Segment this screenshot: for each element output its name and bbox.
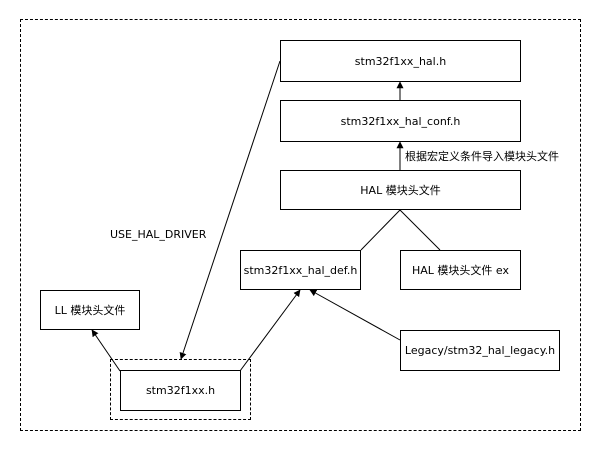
node-stm32f1xx-h: stm32f1xx.h — [120, 370, 241, 411]
node-hal-module-header: HAL 模块头文件 — [280, 170, 521, 210]
edge-def-to-module — [360, 209, 401, 251]
edge-label-conditional-import: 根据宏定义条件导入模块头文件 — [405, 150, 559, 163]
node-hal-module-header-ex: HAL 模块头文件 ex — [400, 250, 521, 290]
edge-legacy-to-def — [309, 289, 401, 341]
edge-label-use-hal-driver: USE_HAL_DRIVER — [110, 228, 207, 241]
edge-stm32-to-ll — [91, 329, 121, 372]
node-stm32f1xx-hal-h: stm32f1xx_hal.h — [280, 40, 521, 82]
outer-dashed-boundary — [20, 19, 581, 431]
node-ll-module-header: LL 模块头文件 — [40, 290, 140, 330]
edge-hal-to-stm32 — [179, 60, 281, 360]
edge-ex-to-module — [399, 209, 441, 251]
node-stm32f1xx-hal-conf-h: stm32f1xx_hal_conf.h — [280, 100, 521, 142]
edge-stm32-to-def — [239, 289, 301, 372]
node-stm32f1xx-hal-def-h: stm32f1xx_hal_def.h — [240, 250, 361, 290]
node-legacy-stm32-hal-legacy-h: Legacy/stm32_hal_legacy.h — [400, 330, 560, 371]
